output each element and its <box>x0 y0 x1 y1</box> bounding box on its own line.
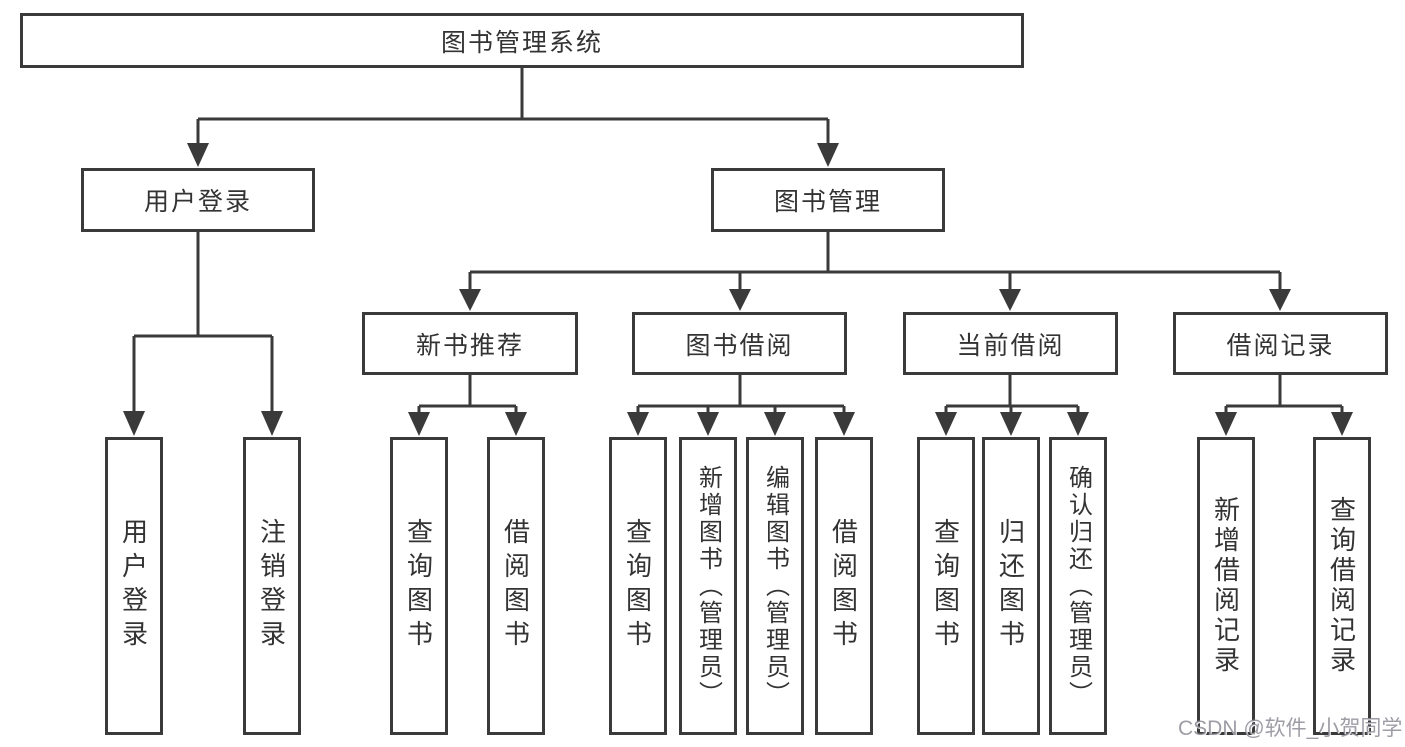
leaf-user-login-0-label: 用户登录 <box>118 518 149 654</box>
node-records: 借阅记录 <box>1173 312 1388 375</box>
leaf-current-2: 确认归还（管理员） <box>1049 437 1107 735</box>
node-user-login: 用户登录 <box>81 168 315 232</box>
leaf-user-login-1: 注销登录 <box>243 437 301 735</box>
node-new-books: 新书推荐 <box>362 312 578 375</box>
leaf-current-1-label: 归还图书 <box>995 518 1026 654</box>
leaf-borrow-3: 借阅图书 <box>815 437 873 735</box>
leaf-current-1: 归还图书 <box>982 437 1040 735</box>
leaf-user-login-0: 用户登录 <box>105 437 163 735</box>
leaf-borrow-1: 新增图书（管理员） <box>679 437 737 735</box>
leaf-records-0: 新增借阅记录 <box>1197 437 1255 735</box>
leaf-records-1-label: 查询借阅记录 <box>1326 496 1357 676</box>
node-records-label: 借阅记录 <box>1226 331 1335 360</box>
node-borrow: 图书借阅 <box>632 312 847 375</box>
node-book-mgmt: 图书管理 <box>711 168 945 232</box>
leaf-current-0: 查询图书 <box>917 437 975 735</box>
leaf-new-books-1-label: 借阅图书 <box>500 518 531 654</box>
leaf-borrow-1-label: 新增图书（管理员） <box>694 464 722 708</box>
node-user-login-label: 用户登录 <box>143 188 252 216</box>
leaf-current-2-label: 确认归还（管理员） <box>1064 464 1092 708</box>
leaf-records-0-label: 新增借阅记录 <box>1210 496 1241 676</box>
leaf-new-books-0-label: 查询图书 <box>403 518 434 654</box>
node-book-mgmt-label: 图书管理 <box>773 188 882 216</box>
node-root: 图书管理系统 <box>20 13 1024 68</box>
leaf-new-books-1: 借阅图书 <box>487 437 545 735</box>
leaf-borrow-2: 编辑图书（管理员） <box>746 437 804 735</box>
leaf-new-books-0: 查询图书 <box>390 437 448 735</box>
csdn-watermark: CSDN @软件_小贺同学 <box>1178 717 1403 740</box>
leaf-records-1: 查询借阅记录 <box>1313 437 1371 735</box>
leaf-current-0-label: 查询图书 <box>930 518 961 654</box>
leaf-borrow-0: 查询图书 <box>609 437 667 735</box>
leaf-borrow-0-label: 查询图书 <box>622 518 653 654</box>
node-borrow-label: 图书借阅 <box>685 331 794 360</box>
leaf-borrow-3-label: 借阅图书 <box>828 518 859 654</box>
node-new-books-label: 新书推荐 <box>415 331 524 360</box>
leaf-user-login-1-label: 注销登录 <box>256 518 287 654</box>
node-root-label: 图书管理系统 <box>440 28 603 57</box>
node-current-label: 当前借阅 <box>956 331 1065 360</box>
leaf-borrow-2-label: 编辑图书（管理员） <box>761 464 789 708</box>
node-current: 当前借阅 <box>903 312 1118 375</box>
